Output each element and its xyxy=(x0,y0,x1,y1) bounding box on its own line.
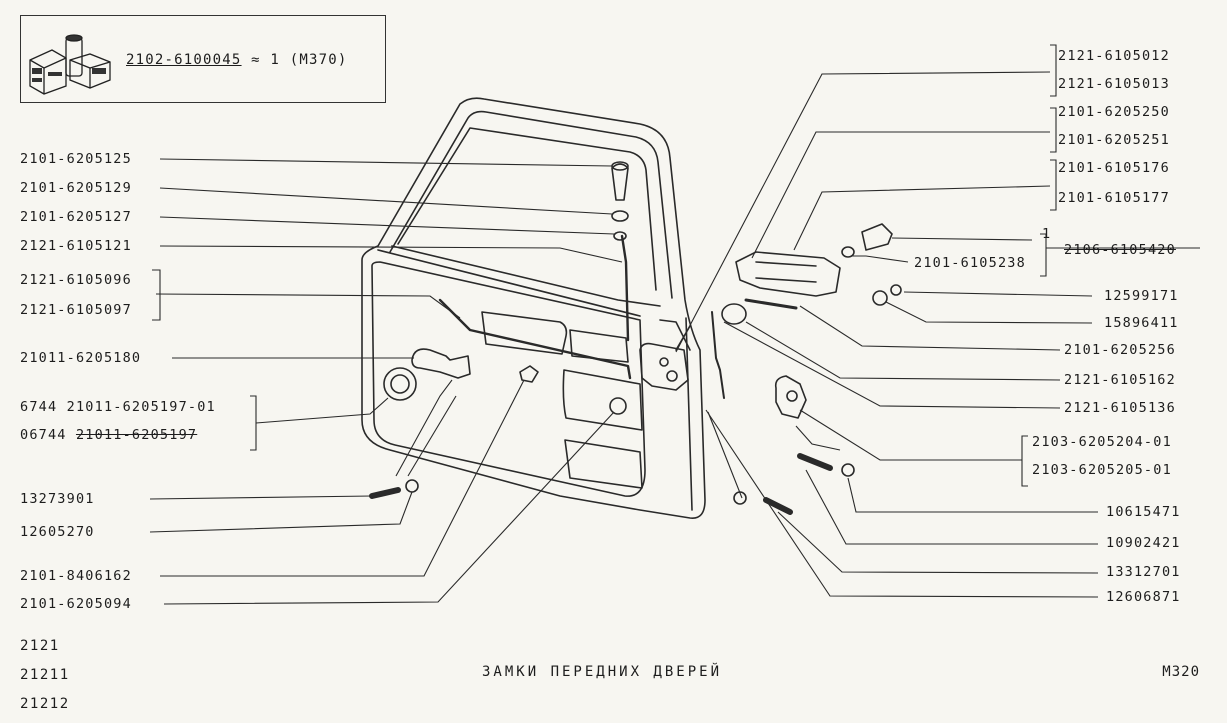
part-label: 2101-6205256 xyxy=(1064,342,1176,358)
part-label: 12605270 xyxy=(20,524,95,540)
link-rod xyxy=(711,311,725,399)
part-label: 10902421 xyxy=(1106,535,1181,551)
part-label: 2121-6105012 xyxy=(1058,48,1170,64)
part-label: 6744 21011-6205197-01 xyxy=(20,399,216,415)
kit-icon xyxy=(29,34,111,95)
part-label: 2121-6105121 xyxy=(20,238,132,254)
plug xyxy=(609,397,627,415)
part-label: 2121-6105136 xyxy=(1064,400,1176,416)
part-label: 2101-6205251 xyxy=(1058,132,1170,148)
lock-button xyxy=(611,163,629,201)
part-label: 12606871 xyxy=(1106,589,1181,605)
part-label: 2101-6205094 xyxy=(20,596,132,612)
part-label: 2101-6205129 xyxy=(20,180,132,196)
part-label: 2101-6205127 xyxy=(20,209,132,225)
screw xyxy=(763,497,793,515)
part-label: 2101-8406162 xyxy=(20,568,132,584)
outer-handle xyxy=(735,251,841,297)
part-label: 21011-6205180 xyxy=(20,350,142,366)
vertical-rod xyxy=(620,234,630,342)
nut xyxy=(872,290,888,306)
lock-mechanism xyxy=(639,342,689,391)
model-item: 21211 xyxy=(20,667,70,683)
page-title: ЗАМКИ ПЕРЕДНИХ ДВЕРЕЙ xyxy=(482,664,723,680)
part-label: 2121-6105096 xyxy=(20,272,132,288)
model-item: 2121 xyxy=(20,638,60,654)
clip xyxy=(519,365,539,383)
part-label: 1 xyxy=(1042,226,1052,242)
part-label: 2121-6105097 xyxy=(20,302,132,318)
part-label: 2101-6205125 xyxy=(20,151,132,167)
model-list: 2121 21211 21212 xyxy=(20,632,70,719)
part-label: 2101-6105177 xyxy=(1058,190,1170,206)
part-label: 2103-6205205-01 xyxy=(1032,462,1172,478)
kit-suffix: ≈ 1 (M370) xyxy=(241,52,348,68)
striker xyxy=(774,375,807,419)
page-code: М320 xyxy=(1162,664,1200,680)
screw xyxy=(369,487,401,499)
part-label: 2101-6105176 xyxy=(1058,160,1170,176)
handle-cover xyxy=(383,367,417,401)
kit-label: 2102-6100045 ≈ 1 (M370) xyxy=(126,52,347,68)
washer xyxy=(841,463,855,477)
part-label: 2101-6205250 xyxy=(1058,104,1170,120)
kit-number: 2102-6100045 xyxy=(126,52,242,68)
inner-handle xyxy=(411,348,471,379)
part-label-struck: 06744 21011-6205197 xyxy=(20,427,197,443)
part-label: 2121-6105162 xyxy=(1064,372,1176,388)
rod xyxy=(744,298,798,310)
part-label: 10615471 xyxy=(1106,504,1181,520)
part-label: 2101-6105238 xyxy=(914,255,1026,271)
part-label: 2121-6105013 xyxy=(1058,76,1170,92)
washer xyxy=(405,479,419,493)
door-frame xyxy=(361,97,706,519)
lock-cylinder xyxy=(861,223,893,251)
part-label: 13312701 xyxy=(1106,564,1181,580)
part-label: 15896411 xyxy=(1104,315,1179,331)
part-label: 13273901 xyxy=(20,491,95,507)
part-label: 12599171 xyxy=(1104,288,1179,304)
screw xyxy=(797,453,833,471)
part-label: 2106-6105420 xyxy=(1064,242,1176,258)
kit-box xyxy=(20,15,386,103)
leader-lines xyxy=(149,44,1200,605)
washer xyxy=(613,231,627,241)
part-label: 2103-6205204-01 xyxy=(1032,434,1172,450)
washer xyxy=(890,284,902,296)
bushing xyxy=(611,210,629,222)
model-item: 21212 xyxy=(20,696,70,712)
part-label: 06744 21011-6205197 xyxy=(20,427,198,443)
lever xyxy=(721,303,747,325)
